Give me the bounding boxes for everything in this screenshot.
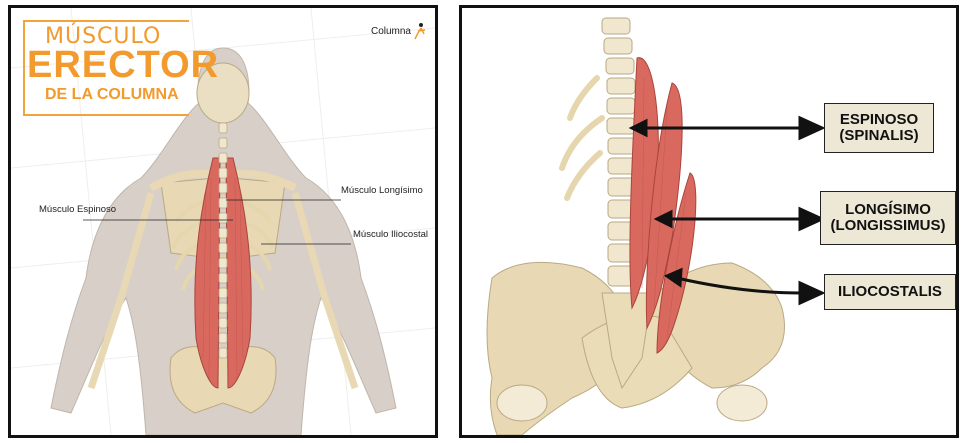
title-line-2: ERECTOR (27, 44, 219, 87)
label-musculo-espinoso: Músculo Espinoso (39, 204, 116, 215)
label-longissimus: (LONGISSIMUS) (831, 218, 946, 234)
label-longisimo: LONGÍSIMO (845, 202, 931, 218)
left-illustration-panel: MÚSCULO ERECTOR DE LA COLUMNA Columna Mú… (8, 5, 438, 438)
label-box-iliocostalis: ILIOCOSTALIS (824, 274, 956, 310)
label-box-longisimo: LONGÍSIMO (LONGISSIMUS) (820, 191, 956, 245)
brand-logo: Columna (371, 22, 427, 40)
title-line-3: DE LA COLUMNA (45, 86, 179, 104)
person-icon (413, 22, 427, 40)
right-illustration-panel: ESPINOSO (SPINALIS) LONGÍSIMO (LONGISSIM… (459, 5, 959, 438)
label-musculo-longisimo: Músculo Longísimo (341, 185, 423, 196)
brand-text: Columna (371, 26, 411, 37)
label-espinoso: ESPINOSO (840, 112, 918, 128)
label-spinalis: (SPINALIS) (839, 128, 918, 144)
label-iliocostalis: ILIOCOSTALIS (838, 284, 942, 300)
label-musculo-iliocostal: Músculo Iliocostal (353, 229, 428, 240)
title-block: MÚSCULO ERECTOR DE LA COLUMNA (23, 20, 189, 116)
label-box-espinoso: ESPINOSO (SPINALIS) (824, 103, 934, 153)
